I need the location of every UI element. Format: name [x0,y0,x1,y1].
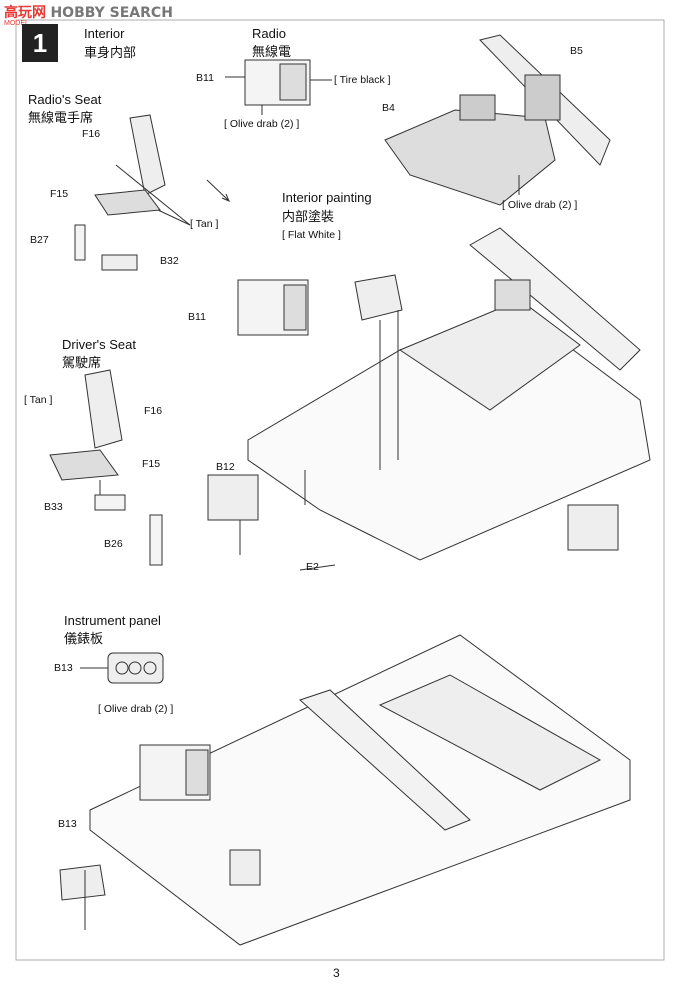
lower-part-b13: B13 [58,818,77,830]
driver-seat-color: [ Tan ] [24,394,53,406]
step-title-cn: 車身内部 [84,45,137,60]
interior-painting-color: [ Flat White ] [282,229,341,241]
radio-seat-part-b27: B27 [30,234,49,246]
watermark-logo: 高玩网 HOBBY SEARCH [4,2,173,22]
radio-seat-color: [ Tan ] [190,218,219,230]
step-badge: 1 [22,24,58,62]
armor-color: [ Olive drab (2) ] [502,199,578,211]
radio-color-b: [ Olive drab (2) ] [224,118,300,130]
interior-painting-title-cn: 内部塗裝 [282,209,335,224]
instrument-panel-part: B13 [54,662,73,674]
instrument-panel-title-cn: 儀錶板 [64,631,104,646]
driver-seat-title-en: Driver's Seat [62,337,137,352]
radio-seat-drawing [74,114,191,271]
driver-seat-drawing [49,369,163,566]
armor-part-b4: B4 [382,102,395,114]
driver-seat-part-b26: B26 [104,538,123,550]
driver-seat-part-b33: B33 [44,501,63,513]
radio-color-a: [ Tire black ] [334,74,391,86]
main-part-e2: E2 [306,561,319,573]
page-number: 3 [333,966,340,980]
hull-floor-upper [207,227,651,571]
armor-part-b5: B5 [570,45,583,57]
instrument-panel-drawing [80,652,164,684]
main-part-b11: B11 [188,311,206,323]
hull-floor-lower [59,634,631,946]
driver-seat-part-f15: F15 [142,458,161,470]
radio-part-label: B11 [196,72,214,84]
radio-title-en: Radio [252,26,286,41]
main-part-b12: B12 [216,461,235,473]
radio-seat-part-f15: F15 [50,188,69,200]
watermark-sub: MODEL [4,20,29,27]
step-title-en: Interior [84,26,125,41]
radio-seat-title-en: Radio's Seat [28,92,102,107]
armor-plate-assembly [384,34,611,206]
instrument-panel-title-en: Instrument panel [64,613,161,628]
radio-title-cn: 無線電 [252,44,292,59]
radio-seat-title-cn: 無線電手席 [28,110,94,125]
watermark-logo-cn: 高玩网 [4,5,46,21]
instrument-panel-color: [ Olive drab (2) ] [98,703,174,715]
watermark-logo-en: HOBBY SEARCH [50,5,173,21]
driver-seat-part-f16: F16 [144,405,163,417]
interior-painting-title-en: Interior painting [282,190,372,205]
radio-seat-part-b32: B32 [160,255,179,267]
radio-box-small [225,59,332,115]
driver-seat-title-cn: 駕駛席 [62,355,102,370]
step-number: 1 [32,28,48,58]
radio-seat-part-f16: F16 [82,128,101,140]
